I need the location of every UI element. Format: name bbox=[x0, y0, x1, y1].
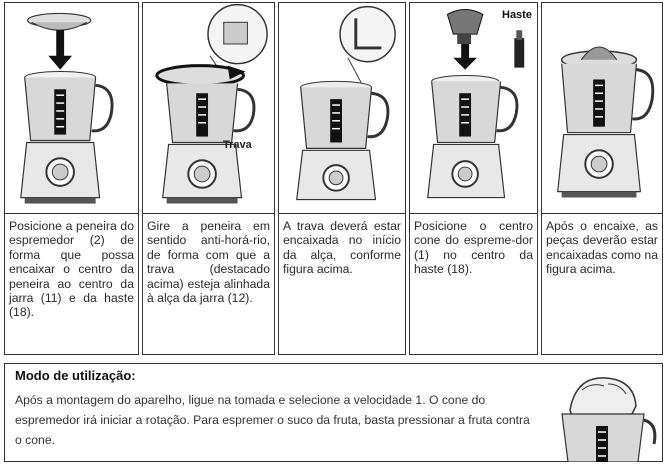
cone-placement-icon bbox=[427, 9, 525, 199]
step-1-caption: Posicione a peneira do espremedor (2) de… bbox=[9, 219, 134, 320]
step-4-illustration bbox=[410, 3, 537, 214]
step-1-illustration bbox=[5, 3, 138, 214]
usage-illustration bbox=[548, 370, 658, 463]
assembled-juicer-icon bbox=[557, 46, 655, 198]
usage-title: Modo de utilização: bbox=[15, 368, 136, 383]
step-2-caption: Gire a peneira em sentido anti-horá-rio,… bbox=[147, 219, 270, 306]
step-5-illustration bbox=[542, 3, 662, 214]
usage-section: Modo de utilização: Após a montagem do a… bbox=[4, 363, 663, 463]
trava-label: Trava bbox=[223, 139, 252, 151]
rotate-sieve-icon bbox=[155, 3, 268, 204]
hand-pressing-fruit-icon bbox=[561, 377, 657, 463]
sieve-placement-icon bbox=[20, 12, 114, 204]
step-1: Posicione a peneira do espremedor (2) de… bbox=[4, 2, 139, 355]
step-5: Após o encaixe, as peças deverão estar e… bbox=[541, 2, 663, 355]
step-2-illustration bbox=[143, 3, 274, 214]
step-3-caption: A trava deverá estar encaixada no início… bbox=[283, 219, 401, 277]
lock-detail-icon bbox=[296, 5, 396, 201]
usage-text: Após a montagem do aparelho, ligue na to… bbox=[15, 393, 530, 447]
step-3: A trava deverá estar encaixada no início… bbox=[278, 2, 406, 355]
step-4: Haste Posicione o centro cone do espreme… bbox=[409, 2, 538, 355]
steps-grid: Posicione a peneira do espremedor (2) de… bbox=[4, 2, 663, 355]
step-2: Trava Gire a peneira em sentido anti-hor… bbox=[142, 2, 275, 355]
haste-label: Haste bbox=[502, 9, 532, 21]
step-3-illustration bbox=[279, 3, 405, 214]
step-5-caption: Após o encaixe, as peças deverão estar e… bbox=[546, 219, 658, 277]
step-4-caption: Posicione o centro cone do espreme-dor (… bbox=[414, 219, 533, 277]
